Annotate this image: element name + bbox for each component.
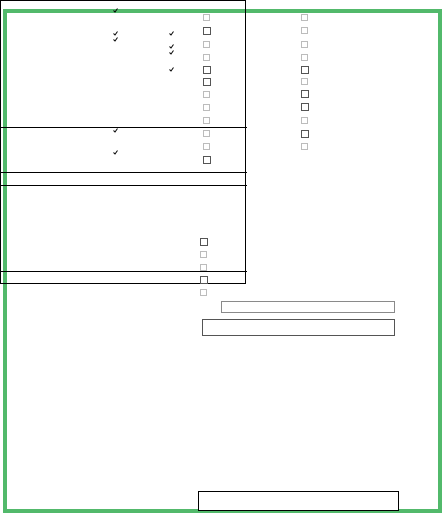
check-mark-icon [113,150,118,155]
panel-divider-2 [1,172,247,173]
option-checkbox[interactable] [301,66,309,74]
option-checkbox[interactable] [203,41,210,48]
check-mark-icon [113,8,118,13]
option-checkbox[interactable] [203,91,210,98]
option-checkbox[interactable] [301,117,308,124]
bottom-bar-field[interactable] [198,491,399,511]
option-checkbox[interactable] [301,90,309,98]
option-checkbox[interactable] [203,130,210,137]
text-field-wide[interactable] [202,319,395,336]
option-checkbox[interactable] [203,54,210,61]
option-checkbox[interactable] [200,238,208,246]
option-checkbox[interactable] [203,117,210,124]
option-checkbox[interactable] [203,104,210,111]
text-field[interactable] [221,301,395,313]
option-checkbox[interactable] [203,143,210,150]
check-mark-icon [169,67,174,72]
option-checkbox[interactable] [301,143,308,150]
check-mark-icon [113,128,118,133]
option-checkbox[interactable] [203,14,210,21]
option-checkbox[interactable] [200,276,208,284]
option-checkbox[interactable] [301,41,308,48]
option-checkbox[interactable] [301,14,308,21]
check-mark-icon [169,44,174,49]
check-mark-icon [113,31,118,36]
option-checkbox[interactable] [200,264,207,271]
option-checkbox[interactable] [203,78,211,86]
dropdown-panel [0,0,247,284]
option-checkbox[interactable] [301,78,308,85]
check-mark-icon [113,37,118,42]
check-mark-icon [169,31,174,36]
option-checkbox[interactable] [200,251,207,258]
option-checkbox[interactable] [301,130,309,138]
option-checkbox[interactable] [301,103,309,111]
option-checkbox[interactable] [301,27,308,34]
option-checkbox[interactable] [203,156,211,164]
option-checkbox[interactable] [301,54,308,61]
option-checkbox[interactable] [203,27,211,35]
option-checkbox[interactable] [203,66,211,74]
check-mark-icon [169,50,174,55]
option-checkbox[interactable] [200,289,207,296]
outer-frame [3,9,442,513]
panel-divider-4 [1,271,247,272]
panel-divider-3 [1,185,247,186]
panel-divider-1 [1,127,247,128]
